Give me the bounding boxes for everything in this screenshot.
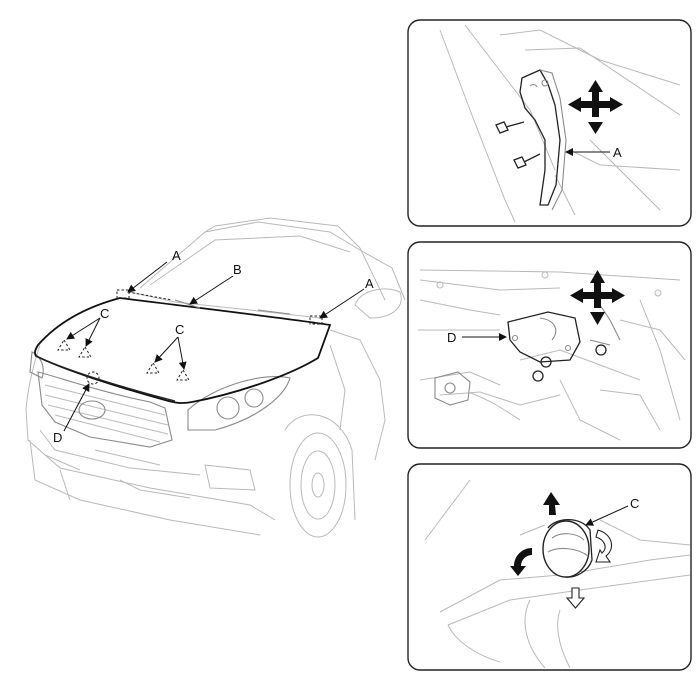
down-arrow-icon [565,587,586,609]
four-way-arrow-icon [570,270,625,325]
hinge-marker-right [309,315,323,325]
callout-c-right: C [175,322,184,337]
bumper-marker-1 [57,339,71,351]
callout-a-left: A [172,248,181,263]
panel1-callout-a: A [613,145,622,160]
bumper-marker-3 [146,362,160,374]
up-arrow-icon [543,492,560,515]
bumper-detail-panel: C [407,463,692,671]
hinge-marker-left [116,289,130,299]
callout-b: B [233,262,242,277]
panel3-callout-c: C [630,496,639,511]
bumper-marker-2 [78,346,92,358]
callout-d: D [53,430,62,445]
vehicle-illustration: A B A C C D [25,217,406,538]
rotate-arrow-icon [510,529,613,576]
bumper-marker-4 [176,369,190,381]
weatherstrip-marker [127,291,173,301]
callout-c-left: C [100,306,109,321]
callout-a-right: A [365,276,374,291]
panel2-callout-d: D [447,330,456,345]
latch-detail-panel: D [407,241,692,449]
latch-marker [86,371,100,385]
hinge-detail-panel: A [407,19,692,227]
four-way-arrow-icon [568,80,623,134]
